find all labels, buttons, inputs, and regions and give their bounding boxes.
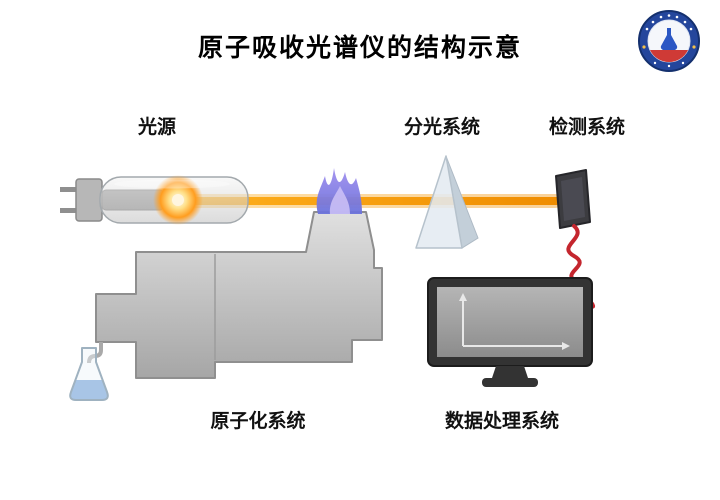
sample-flask-icon [69,347,109,401]
logo-star-right [692,45,696,49]
monitor-stand [492,366,528,378]
label-dispersion-system: 分光系统 [403,117,480,138]
hollow-cathode-lamp-icon [60,175,249,225]
label-light-source: 光源 [137,117,176,138]
monitor-base [482,378,538,387]
logo-star-left [642,45,646,49]
flame-inner [329,186,350,214]
logo-red-band [650,50,688,63]
page-title: 原子吸收光谱仪的结构示意 [197,34,522,62]
logo-ring-dots [645,14,693,68]
brand-logo-svg [638,10,700,72]
brand-logo-icon [637,9,701,73]
flask-liquid [70,380,108,400]
lamp-cap [75,178,103,222]
axis-arrow-up [459,293,467,301]
computer-monitor-icon [427,277,593,387]
lamp-pin-bottom [60,208,82,213]
lamp-highlight [114,179,230,189]
prism-icon [415,155,479,249]
lamp-pin-top [60,187,82,192]
label-atomization-system: 原子化系统 [210,411,306,432]
graph-axes [462,300,563,347]
flame-icon [316,168,362,214]
detector-face [561,177,585,221]
prism-front-face [415,155,463,249]
label-data-processing-system: 数据处理系统 [444,411,559,432]
label-detection-system: 检测系统 [548,117,625,138]
detector-icon [555,169,591,229]
lamp-glow-core [172,194,184,206]
flask-glass [69,347,109,401]
axis-arrow-right [562,342,570,350]
logo-flask-icon [660,28,678,51]
atomizer-body [87,211,383,379]
